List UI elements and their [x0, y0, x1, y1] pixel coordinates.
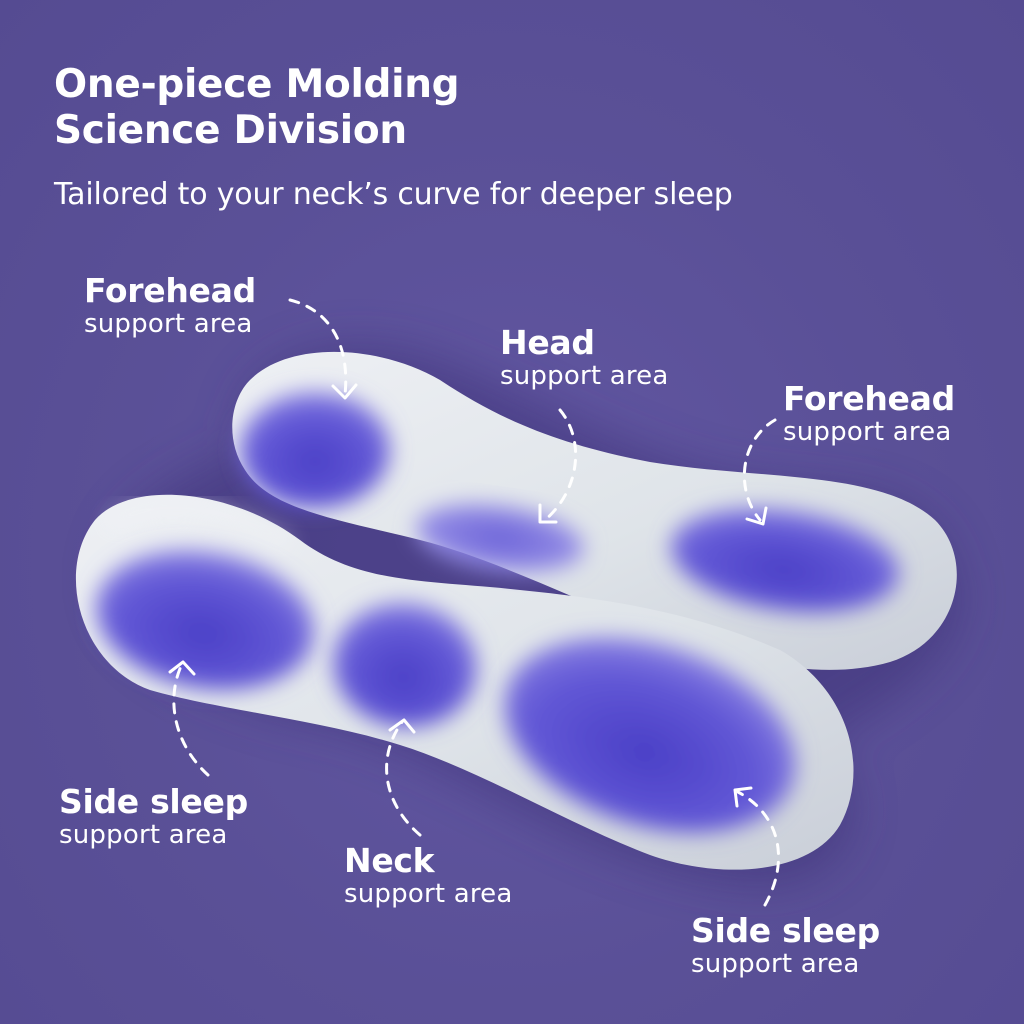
zone-side-right	[504, 637, 796, 833]
callout-title: Side sleep	[59, 782, 248, 821]
zone-side-left	[96, 550, 314, 690]
callout-neck: Neck support area	[344, 841, 513, 910]
arrow-side-left	[168, 660, 210, 777]
callout-side-sleep-right: Side sleep support area	[691, 911, 880, 980]
title-line-1: One-piece Molding	[54, 62, 460, 107]
arrow-neck	[385, 718, 422, 837]
callout-title: Side sleep	[691, 911, 880, 950]
callout-title: Forehead	[783, 379, 955, 418]
callout-subtitle: support area	[84, 309, 253, 339]
callout-subtitle: support area	[783, 417, 952, 447]
callout-title: Head	[500, 323, 595, 362]
zone-neck	[333, 602, 477, 728]
title-line-2: Science Division	[54, 108, 407, 153]
pillow-rim-highlight	[107, 502, 293, 550]
callout-head: Head support area	[500, 323, 669, 392]
page-title: One-piece Molding Science Division	[54, 62, 754, 154]
callout-title: Forehead	[84, 271, 256, 310]
callout-subtitle: support area	[344, 879, 513, 909]
callout-subtitle: support area	[691, 949, 860, 979]
zone-forehead-right	[670, 507, 900, 613]
page-subtitle: Tailored to your neck’s curve for deeper…	[54, 177, 733, 212]
callout-title: Neck	[344, 841, 435, 880]
callout-subtitle: support area	[500, 361, 669, 391]
arrow-head	[538, 408, 578, 524]
arrow-forehead-right	[742, 418, 777, 526]
arrow-forehead-left	[288, 298, 358, 400]
callout-forehead-right: Forehead support area	[783, 379, 955, 448]
zone-forehead-left	[240, 392, 390, 508]
callout-forehead-left: Forehead support area	[84, 271, 256, 340]
callout-side-sleep-left: Side sleep support area	[59, 782, 248, 851]
callout-subtitle: support area	[59, 820, 228, 850]
arrow-side-right	[733, 786, 780, 907]
